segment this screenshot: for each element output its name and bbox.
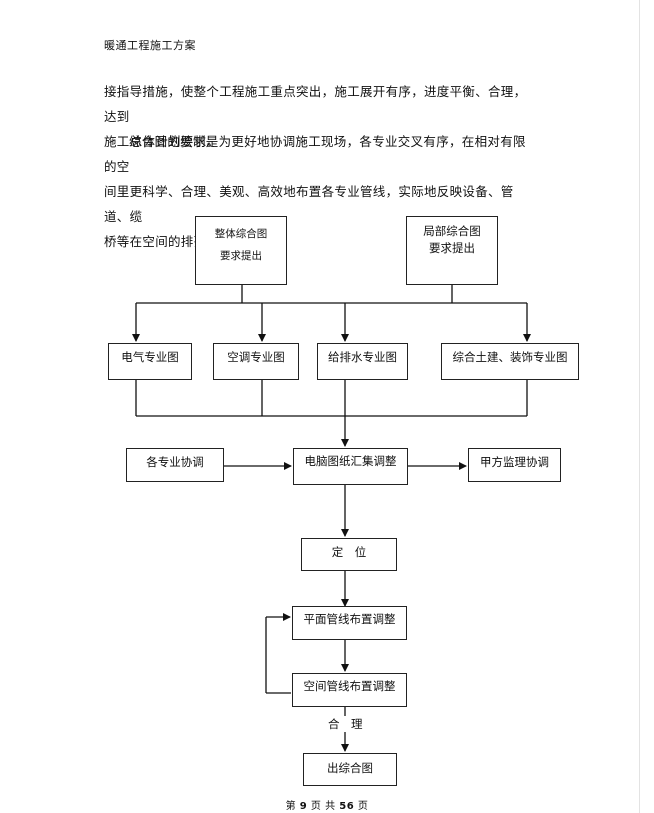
total-pages: 56 xyxy=(339,801,355,812)
footer-text: 页 xyxy=(357,801,369,812)
paragraph-2: 综合图的绘制是为更好地协调施工现场，各专业交叉有序，在相对有限的空 间里更科学、… xyxy=(104,129,534,254)
footer-text: 第 xyxy=(285,801,297,812)
page-footer: 第 9 页 共 56 页 xyxy=(0,797,654,812)
box-line: 要求提出 xyxy=(220,250,262,262)
client-coordination-box: 甲方监理协调 xyxy=(468,448,561,482)
box-label: 出综合图 xyxy=(327,761,373,775)
plumbing-plan-box: 给排水专业图 xyxy=(317,343,408,380)
output-plan-box: 出综合图 xyxy=(303,753,397,786)
page-header: 暖通工程施工方案 xyxy=(104,39,196,52)
page-number: 9 xyxy=(299,801,308,812)
paragraph-line: 间里更科学、合理、美观、高效地布置各专业管线，实际地反映设备、管道、缆 xyxy=(104,184,514,224)
box-line: 局部综合图 xyxy=(423,224,481,238)
paragraph-line: 施工总体计划要求。 xyxy=(104,134,220,149)
civil-plan-box: 综合土建、装饰专业图 xyxy=(441,343,579,380)
box-label: 空间管线布置调整 xyxy=(303,679,396,693)
footer-text: 页 共 xyxy=(310,801,336,812)
box-label: 定 位 xyxy=(331,545,367,559)
box-label: 各专业协调 xyxy=(146,455,204,469)
plane-layout-box: 平面管线布置调整 xyxy=(292,606,407,640)
box-label: 给排水专业图 xyxy=(328,350,397,364)
coordination-box: 各专业协调 xyxy=(126,448,224,482)
box-label: 空调专业图 xyxy=(227,350,285,364)
box-label: 甲方监理协调 xyxy=(480,455,549,469)
hvac-plan-box: 空调专业图 xyxy=(213,343,299,380)
paragraph-line: 接指导措施，使整个工程施工重点突出，施工展开有序，进度平衡、合理，达到 xyxy=(104,84,527,124)
box-label: 平面管线布置调整 xyxy=(303,612,396,626)
paragraph-1: 接指导措施，使整个工程施工重点突出，施工展开有序，进度平衡、合理，达到 施工总体… xyxy=(104,79,534,154)
local-plan-box: 局部综合图 要求提出 xyxy=(406,216,498,285)
computer-drawing-box: 电脑图纸汇集调整 xyxy=(293,448,408,485)
space-layout-box: 空间管线布置调整 xyxy=(292,673,407,707)
paragraph-line: 综合图的绘制是为更好地协调施工现场，各专业交叉有序，在相对有限的空 xyxy=(104,134,526,174)
box-line: 整体综合图 xyxy=(214,228,268,240)
reasonable-label: 合 理 xyxy=(326,716,365,732)
page-edge xyxy=(639,0,640,813)
box-line: 要求提出 xyxy=(429,241,475,255)
positioning-box: 定 位 xyxy=(301,538,397,571)
box-label: 综合土建、装饰专业图 xyxy=(452,350,568,364)
box-label: 电脑图纸汇集调整 xyxy=(304,454,397,468)
electrical-plan-box: 电气专业图 xyxy=(108,343,192,380)
box-label: 电气专业图 xyxy=(121,350,179,364)
overall-plan-box: 整体综合图 要求提出 xyxy=(195,216,287,285)
